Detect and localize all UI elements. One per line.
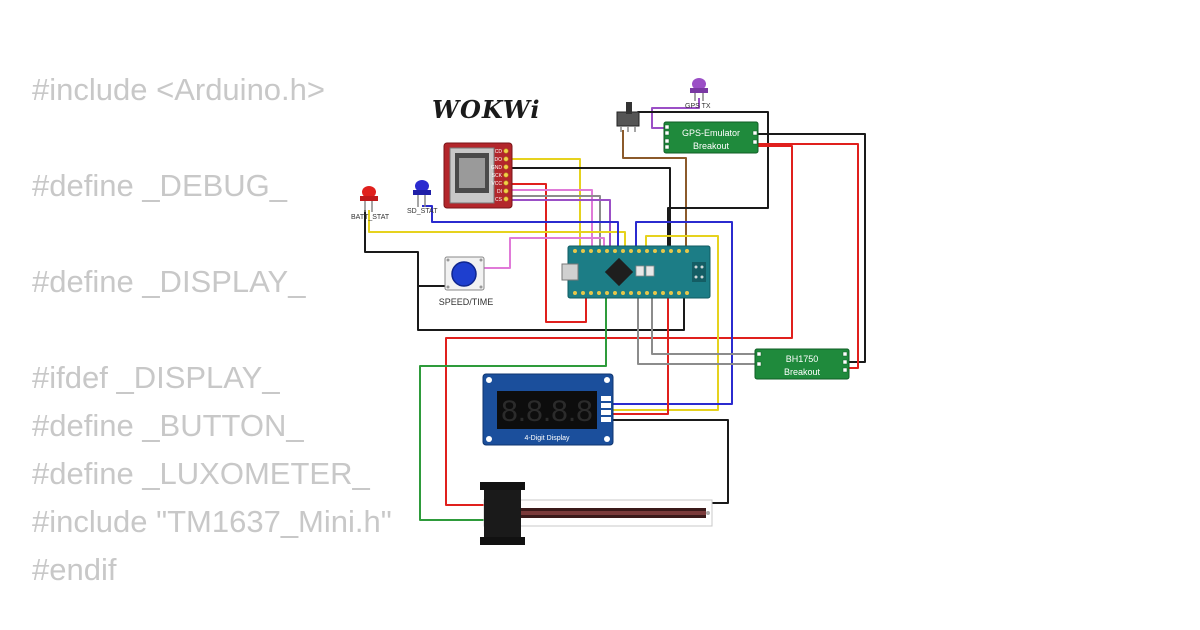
wire-sd-led-blue[interactable] <box>422 205 619 248</box>
wire-gps-rx-black[interactable] <box>756 133 866 363</box>
wire-batt-yellow[interactable] <box>368 210 626 248</box>
gps-emulator-breakout[interactable]: GPS-Emulator Breakout <box>663 121 759 154</box>
sd-card-module[interactable]: CD DO GND SCK VCC DI CS <box>443 142 513 209</box>
wire-pot-green[interactable] <box>419 298 607 521</box>
led-sd-stat[interactable] <box>413 180 431 207</box>
code-line-ifdef-display: #ifdef _DISPLAY_ <box>32 360 280 395</box>
button-label: SPEED/TIME <box>439 297 494 307</box>
bh1750-subtitle: Breakout <box>784 367 821 377</box>
wire-gps-led-purple[interactable] <box>651 98 700 129</box>
sd-pin-gnd: GND <box>491 165 503 171</box>
led-gps-tx-label: GPS TX <box>685 103 711 110</box>
wire-sd-do-yellow[interactable] <box>508 158 581 248</box>
sd-pin-vcc: VCC <box>491 181 502 187</box>
push-button-speed-time[interactable] <box>444 256 485 291</box>
code-line-define-button: #define _BUTTON_ <box>32 408 304 443</box>
led-gps-tx[interactable] <box>690 78 708 101</box>
gps-subtitle: Breakout <box>693 141 730 151</box>
wire-gnd-black[interactable] <box>364 210 685 331</box>
code-line-define-display: #define _DISPLAY_ <box>32 264 306 299</box>
code-line-endif: #endif <box>32 552 117 587</box>
wire-sd-vcc-pink[interactable] <box>508 189 593 248</box>
wire-button-pink[interactable] <box>484 237 605 269</box>
wire-sd-di-gray[interactable] <box>508 195 601 248</box>
sd-pin-cd: CD <box>495 149 503 155</box>
sd-pin-sck: SCK <box>492 173 503 179</box>
code-line-define-luxometer: #define _LUXOMETER_ <box>32 456 370 491</box>
wire-sd-cs-purple[interactable] <box>508 199 611 248</box>
slide-switch[interactable] <box>616 102 640 132</box>
wire-gps-vcc-red[interactable] <box>445 145 793 506</box>
wire-gps-brown[interactable] <box>622 130 687 248</box>
wire-disp-yellow[interactable] <box>612 235 719 411</box>
slide-potentiometer[interactable] <box>480 482 713 545</box>
gps-title: GPS-Emulator <box>682 128 740 138</box>
bh1750-title: BH1750 <box>786 354 819 364</box>
display-digits: 8.8.8.8 <box>501 395 593 428</box>
arduino-nano[interactable] <box>561 245 711 299</box>
sd-pin-do: DO <box>495 157 503 163</box>
wire-bh-gray[interactable] <box>637 298 756 365</box>
led-batt-stat[interactable] <box>360 186 378 212</box>
wire-gps-red-bh[interactable] <box>756 143 859 369</box>
four-digit-display[interactable]: 8.8.8.8 4-Digit Display <box>482 373 614 446</box>
code-line-include-tm1637: #include "TM1637_Mini.h" <box>32 504 392 539</box>
display-label: 4-Digit Display <box>524 435 570 442</box>
wire-disp-blue[interactable] <box>612 221 733 405</box>
code-line-define-debug: #define _DEBUG_ <box>32 168 288 203</box>
wire-bh-gray-2[interactable] <box>651 298 756 355</box>
wire-disp-red[interactable] <box>612 298 669 415</box>
code-line-include-arduino: #include <Arduino.h> <box>32 72 326 107</box>
wokwi-logo: WOKWi <box>432 95 541 124</box>
wires <box>364 98 866 521</box>
wire-disp-black[interactable] <box>612 419 729 504</box>
sd-pin-di: DI <box>497 189 502 195</box>
sd-pin-cs: CS <box>495 197 503 203</box>
led-batt-label: BATT_STAT <box>351 214 390 221</box>
led-sd-label: SD_STAT <box>407 208 438 215</box>
bh1750-breakout[interactable]: BH1750 Breakout <box>754 348 850 380</box>
